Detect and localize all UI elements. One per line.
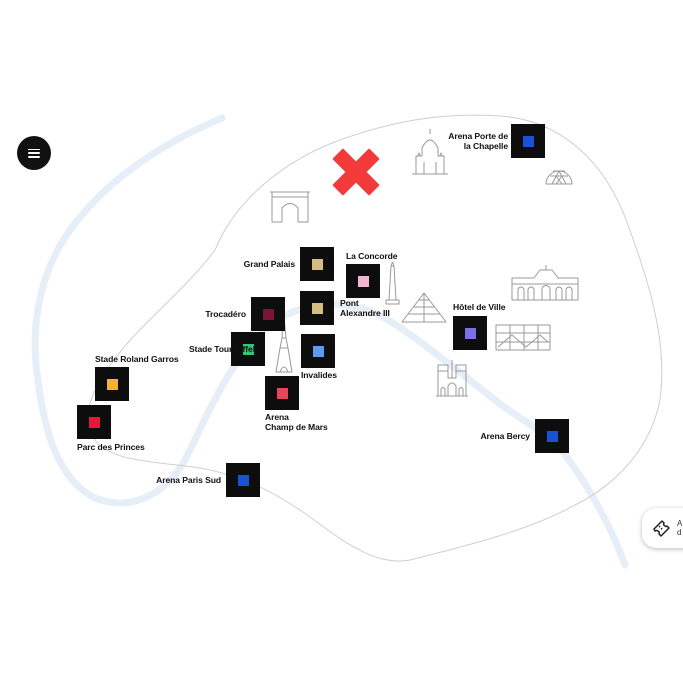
venue-color-swatch xyxy=(465,328,476,339)
venue-color-swatch xyxy=(547,431,558,442)
venue-label-arena-bercy[interactable]: Arena Bercy xyxy=(480,431,530,441)
venue-color-swatch xyxy=(312,303,323,314)
venue-marker-arena-bercy[interactable] xyxy=(535,419,569,453)
venue-color-swatch xyxy=(313,346,324,357)
venue-label-parc-des-princes[interactable]: Parc des Princes xyxy=(77,442,145,452)
venue-color-swatch xyxy=(263,309,274,320)
venue-marker-grand-palais[interactable] xyxy=(300,247,334,281)
side-tab-label: A d xyxy=(677,519,683,537)
venue-label-grand-palais[interactable]: Grand Palais xyxy=(243,259,295,269)
venue-marker-arena-champ-de-mars[interactable] xyxy=(265,376,299,410)
notre-dame-icon xyxy=(436,360,468,397)
tickets-side-tab[interactable]: A d xyxy=(642,508,683,548)
venue-marker-stade-tour-eiffel[interactable] xyxy=(231,332,265,366)
pompidou-centre-icon xyxy=(495,324,551,351)
venue-color-swatch xyxy=(312,259,323,270)
close-x-icon[interactable] xyxy=(332,148,380,196)
venue-color-swatch xyxy=(107,379,118,390)
venue-marker-arena-paris-sud[interactable] xyxy=(226,463,260,497)
venue-marker-hotel-de-ville[interactable] xyxy=(453,316,487,350)
venue-label-arena-paris-sud[interactable]: Arena Paris Sud xyxy=(156,475,221,485)
venue-label-arena-champ-de-mars[interactable]: Arena Champ de Mars xyxy=(265,412,328,432)
venue-marker-trocadero[interactable] xyxy=(251,297,285,331)
venue-color-swatch xyxy=(243,344,254,355)
venue-label-pont-alexandre-iii[interactable]: Pont Alexandre III xyxy=(340,298,390,318)
venue-label-la-concorde[interactable]: La Concorde xyxy=(346,251,398,261)
louvre-pyramid-icon xyxy=(401,292,447,323)
venue-label-invalides[interactable]: Invalides xyxy=(301,370,337,380)
menu-button[interactable] xyxy=(17,136,51,170)
city-boundary xyxy=(87,114,663,562)
venue-label-hotel-de-ville[interactable]: Hôtel de Ville xyxy=(453,302,506,312)
venue-label-arena-porte-de-la-chapelle[interactable]: Arena Porte de la Chapelle xyxy=(448,131,508,151)
sacre-coeur-icon xyxy=(412,129,448,175)
arc-de-triomphe-icon xyxy=(270,191,310,223)
venue-label-stade-tour-eiffel[interactable]: Stade Tour Eiffel xyxy=(189,344,255,354)
venue-marker-parc-des-princes[interactable] xyxy=(77,405,111,439)
venue-marker-stade-roland-garros[interactable] xyxy=(95,367,129,401)
venue-color-swatch xyxy=(523,136,534,147)
ticket-icon xyxy=(653,520,670,537)
venue-marker-la-concorde[interactable] xyxy=(346,264,380,298)
hotel-de-ville-building-icon xyxy=(511,265,579,301)
venue-marker-invalides[interactable] xyxy=(301,334,335,368)
hamburger-menu-icon xyxy=(28,148,40,158)
venue-color-swatch xyxy=(277,388,288,399)
venue-label-trocadero[interactable]: Trocadéro xyxy=(205,309,246,319)
venue-color-swatch xyxy=(358,276,369,287)
obelisk-icon xyxy=(385,261,400,305)
seine-river xyxy=(31,114,629,569)
venue-marker-arena-porte-de-la-chapelle[interactable] xyxy=(511,124,545,158)
venue-color-swatch xyxy=(238,475,249,486)
geode-dome-icon xyxy=(545,170,573,185)
venue-color-swatch xyxy=(89,417,100,428)
eiffel-tower-icon xyxy=(275,321,293,373)
venue-label-stade-roland-garros[interactable]: Stade Roland Garros xyxy=(95,354,179,364)
venue-marker-pont-alexandre-iii[interactable] xyxy=(300,291,334,325)
